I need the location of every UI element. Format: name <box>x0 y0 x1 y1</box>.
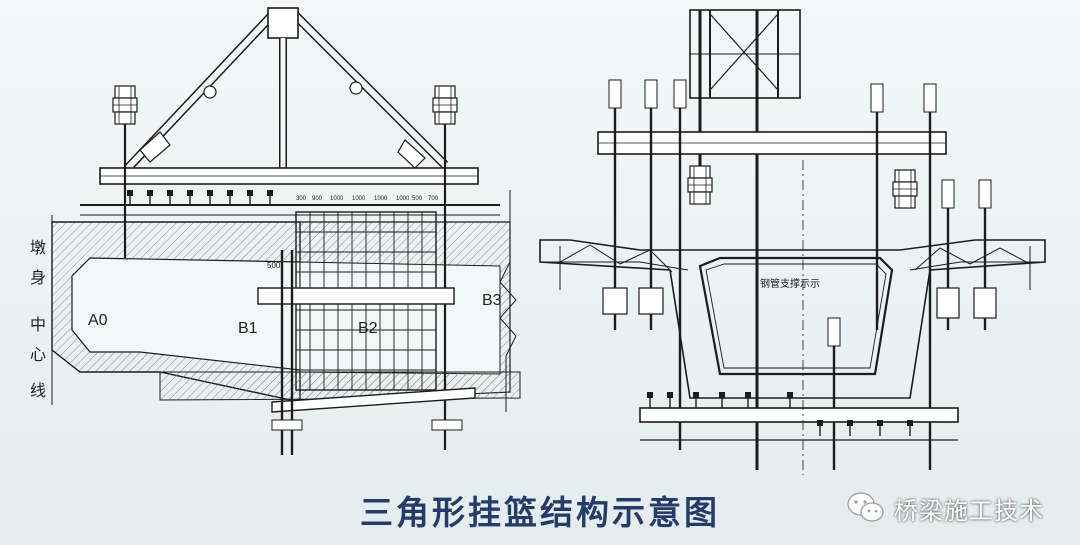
svg-text:1000: 1000 <box>374 196 388 202</box>
svg-text:500: 500 <box>412 196 423 202</box>
pier-centerline-char-5: 线 <box>30 382 46 400</box>
watermark-text: 桥梁施工技术 <box>894 496 1044 525</box>
pier-centerline-char-4: 心 <box>30 346 46 364</box>
segment-label-a0: A0 <box>88 312 108 329</box>
pier-centerline-char-2: 身 <box>30 269 46 287</box>
svg-text:900: 900 <box>312 196 323 202</box>
top-dimensions: 300 900 1000 1000 1000 1000 500 700 <box>296 196 439 202</box>
dimension-500: 500 <box>267 261 281 270</box>
rod-nuts <box>608 79 992 347</box>
pier-centerline-char-3: 中 <box>30 316 46 334</box>
pipe-support-note: 钢管支撑示示 <box>760 277 820 290</box>
bottom-basket <box>271 387 476 413</box>
wing-truss-right <box>909 246 1040 290</box>
side-jack <box>892 169 918 209</box>
watermark: 桥梁施工技术 <box>846 488 1044 528</box>
jack-right <box>432 85 458 125</box>
svg-text:1000: 1000 <box>330 196 344 202</box>
segment-label-b3: B3 <box>482 292 502 309</box>
pier-centerline-char-1: 墩 <box>30 239 46 257</box>
wechat-icon <box>847 492 884 522</box>
svg-text:700: 700 <box>428 196 439 202</box>
svg-text:1000: 1000 <box>352 196 366 202</box>
right-bottom-basket <box>639 407 959 423</box>
anchor-bolts <box>126 189 274 207</box>
box-girder-inner <box>698 256 894 376</box>
right-cross-section-diagram: 钢管支撑示示 <box>539 9 1046 475</box>
jack-left <box>112 85 138 125</box>
svg-text:300: 300 <box>296 196 307 202</box>
center-jack <box>687 165 713 205</box>
segment-label-b2: B2 <box>358 320 378 337</box>
break-line <box>499 190 517 412</box>
svg-text:1000: 1000 <box>396 196 410 202</box>
segment-label-b1: B1 <box>238 320 258 337</box>
wing-truss-left <box>545 244 689 290</box>
top-truss-tower <box>689 9 801 470</box>
left-elevation-diagram: 墩 身 中 心 线 A0 B1 B2 B3 500 300 900 1000 1… <box>30 7 521 455</box>
caption-title: 三角形挂篮结构示意图 <box>360 493 720 532</box>
triangle-truss <box>124 7 449 172</box>
